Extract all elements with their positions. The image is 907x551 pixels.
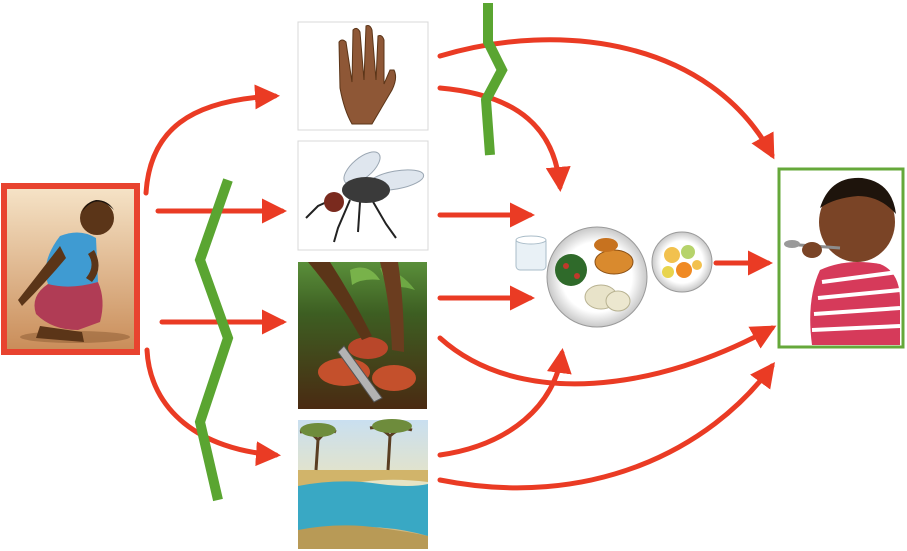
arrow-fluids-to-food [437,348,572,458]
child-squatting-defecating-icon [18,200,130,343]
barrier-hygiene [480,3,508,156]
digging-soil-icon [308,262,416,403]
flies-node [297,140,429,251]
arrow-hands-to-food [437,85,571,192]
hands-node [297,21,429,131]
barrier-sanitation [194,178,234,502]
arrow-source-to-hands [143,84,280,196]
hand-icon [338,25,397,125]
river-water-icon [298,419,428,549]
arrow-fields-to-outcome [437,325,777,387]
fly-icon [305,151,425,243]
child-eating-icon [784,177,901,345]
source-node [1,183,140,355]
food-plate-icon [515,226,713,328]
arrow-fluids-to-outcome [437,361,775,491]
outcome-node [777,167,905,349]
food-node [515,226,713,328]
fluids-node [298,419,428,549]
arrow-source-to-fluids [144,347,281,467]
barriers [194,3,508,502]
fields-node [298,262,427,409]
